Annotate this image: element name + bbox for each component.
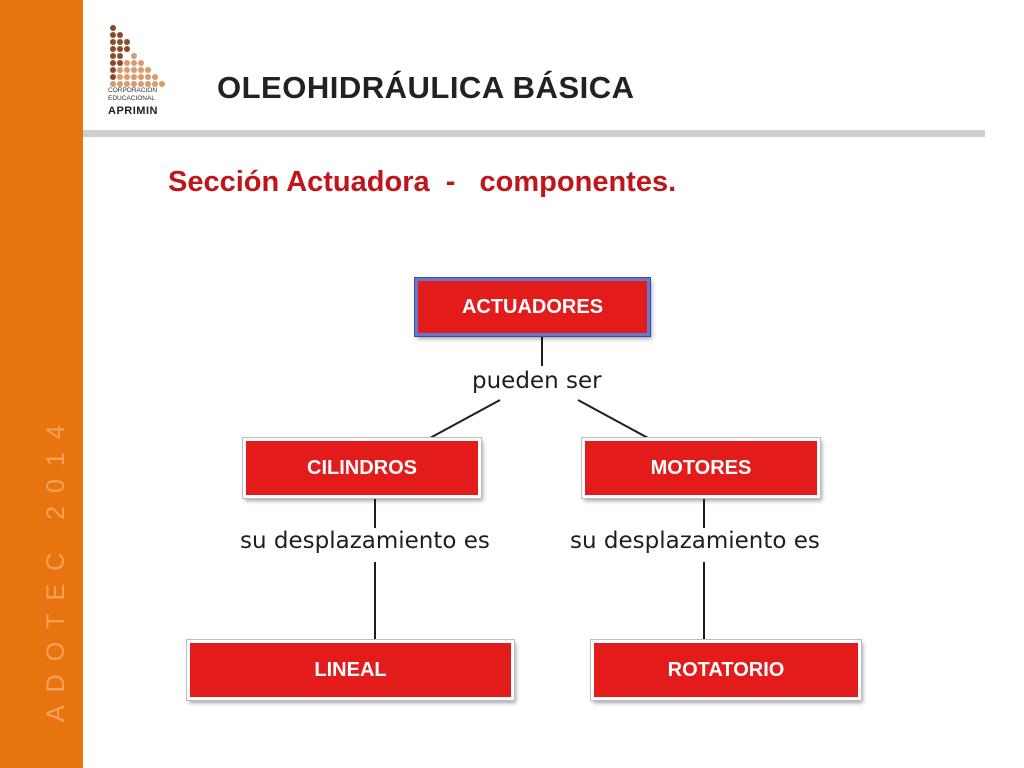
link-label-right-desplazamiento: su desplazamiento es xyxy=(566,528,824,554)
link-label-pueden-ser: pueden ser xyxy=(468,368,606,394)
slide-subtitle: Sección Actuadora - componentes. xyxy=(168,166,677,198)
concept-map: ACTUADORES pueden ser CILINDROS MOTORES … xyxy=(180,270,861,710)
connector-lines xyxy=(374,336,705,640)
logo-icon xyxy=(110,25,165,87)
logo-brand: APRIMIN xyxy=(108,105,158,117)
node-actuadores: ACTUADORES xyxy=(415,278,650,336)
logo-text-line2: EDUCACIONAL xyxy=(108,95,155,102)
node-cilindros: CILINDROS xyxy=(243,438,481,498)
node-rotatorio: ROTATORIO xyxy=(591,640,861,700)
node-lineal: LINEAL xyxy=(187,640,514,700)
sidebar-band: ADOTEC 2014 xyxy=(0,0,83,768)
header-divider xyxy=(83,130,985,137)
sidebar-vertical-text: ADOTEC 2014 xyxy=(42,412,70,722)
node-motores: MOTORES xyxy=(582,438,820,498)
page-title: OLEOHIDRÁULICA BÁSICA xyxy=(217,70,635,105)
logo-text-line1: CORPORACION xyxy=(108,87,158,94)
link-label-left-desplazamiento: su desplazamiento es xyxy=(236,528,494,554)
